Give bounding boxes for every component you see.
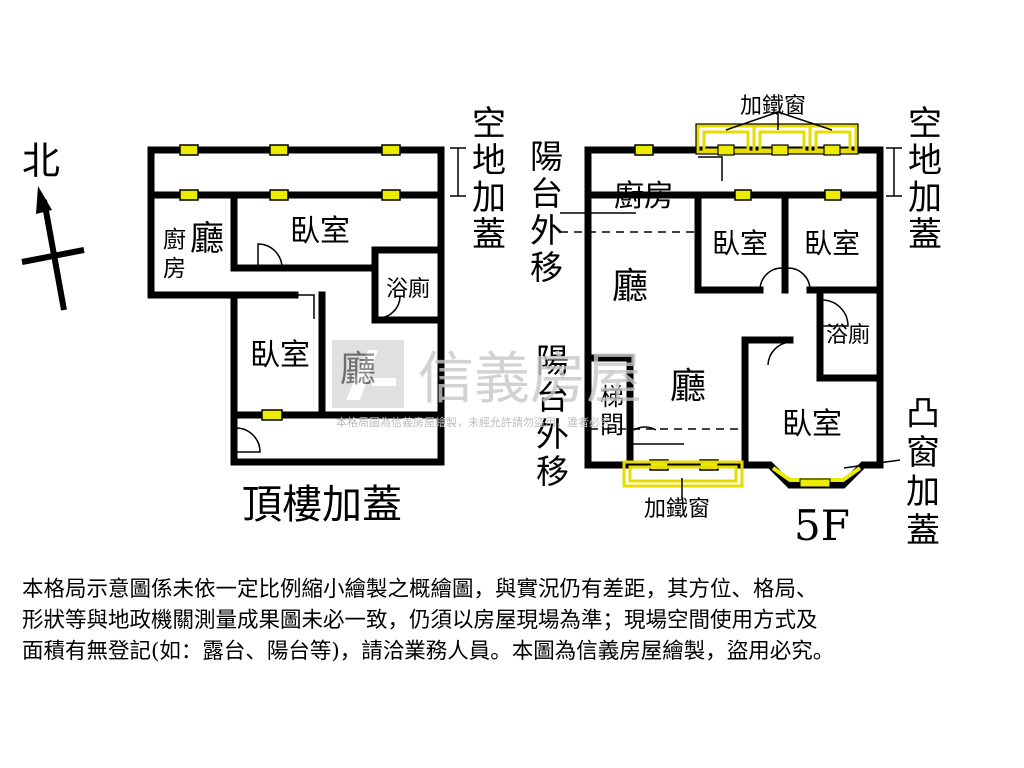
fifth-floor-windows xyxy=(634,144,842,471)
bay-note-1: 凸 xyxy=(906,394,940,434)
top-side-note-2: 地 xyxy=(472,141,506,181)
top-side-note-4: 蓋 xyxy=(472,215,506,255)
fifth-side-note-3: 加 xyxy=(908,178,942,218)
fifth-floor-setback-bracket xyxy=(886,147,902,197)
bay-note-4: 蓋 xyxy=(906,511,940,551)
top-floor-doors xyxy=(235,243,401,453)
balcony-upper-2: 台 xyxy=(530,174,563,213)
north-label: 北 xyxy=(22,139,60,183)
top-bedroom-upper-label: 臥室 xyxy=(290,214,350,249)
watermark-brand: 信義房屋 xyxy=(418,347,642,412)
stair-label-2: 間 xyxy=(600,411,624,439)
top-kitchen-label-2: 房 xyxy=(163,256,186,282)
balcony-lower-2: 台 xyxy=(536,378,569,417)
fifth-kitchen-label: 廚房 xyxy=(614,179,674,214)
balcony-upper-3: 外 xyxy=(530,211,563,250)
balcony-lower-3: 外 xyxy=(536,415,569,454)
top-living-upper-label: 廳 xyxy=(190,219,224,259)
balcony-lower-4: 移 xyxy=(536,452,569,491)
fifth-bedroom-2-label: 臥室 xyxy=(804,227,860,260)
top-side-note-1: 空 xyxy=(472,104,506,144)
disclaimer-text: 本格局示意圖係未依一定比例縮小繪製之概繪圖，與實況仍有差距，其方位、格局、 形狀… xyxy=(22,574,1007,667)
bay-note-3: 加 xyxy=(906,472,940,512)
fifth-side-note-2: 地 xyxy=(908,141,942,181)
bay-window xyxy=(745,461,880,489)
balcony-upper-1: 陽 xyxy=(530,137,563,176)
watermark-caption: 本格局圖為信義房屋繪製，未經允許請勿盜用，違者必究 xyxy=(336,415,611,429)
iron-window-top-pointers xyxy=(725,111,833,131)
top-floor-title: 頂樓加蓋 xyxy=(242,482,402,528)
fifth-living-lower-label: 廳 xyxy=(670,366,706,407)
iron-window-top-black-frames xyxy=(695,123,859,156)
fifth-side-note-4: 蓋 xyxy=(908,215,942,255)
balcony-upper-4: 移 xyxy=(530,248,563,287)
fifth-bath-label: 浴廁 xyxy=(826,323,870,348)
fifth-side-note-1: 空 xyxy=(908,104,942,144)
fifth-floor-doors xyxy=(633,156,849,431)
top-floor-setback-bracket xyxy=(450,147,466,197)
iron-window-bottom-label: 加鐵窗 xyxy=(644,497,710,522)
fifth-living-upper-label: 廳 xyxy=(612,266,648,307)
balcony-lower-1: 陽 xyxy=(536,341,569,380)
floor-plan-diagram: 北 廚 房 廳 臥室 浴廁 臥室 xyxy=(21,94,942,551)
north-arrow-icon xyxy=(21,186,85,311)
disclaimer-line-1: 本格局示意圖係未依一定比例縮小繪製之概繪圖，與實況仍有差距，其方位、格局、 xyxy=(22,577,818,602)
top-bedroom-lower-label: 臥室 xyxy=(250,338,310,373)
disclaimer-line-2: 形狀等與地政機關測量成果圖未必一致，仍須以房屋現場為準；現場空間使用方式及 xyxy=(22,608,818,633)
disclaimer-line-3: 面積有無登記(如：露台、陽台等)，請洽業務人員。本圖為信義房屋繪製，盜用必究。 xyxy=(22,639,835,664)
iron-window-top-label: 加鐵窗 xyxy=(740,94,806,119)
top-bath-label: 浴廁 xyxy=(386,277,430,302)
top-floor-windows xyxy=(179,144,401,421)
balcony-relocation-lines xyxy=(560,212,901,469)
fifth-floor-title: 5F xyxy=(794,501,850,550)
top-kitchen-label-1: 廚 xyxy=(163,227,186,253)
fifth-bedroom-3-label: 臥室 xyxy=(782,407,842,442)
top-side-note-3: 加 xyxy=(472,178,506,218)
watermark-logo-icon xyxy=(332,340,404,408)
stair-label-1: 梯 xyxy=(600,383,624,411)
fifth-bedroom-1-label: 臥室 xyxy=(712,227,768,260)
bay-note-2: 窗 xyxy=(906,433,940,473)
iron-window-bottom xyxy=(622,460,744,488)
